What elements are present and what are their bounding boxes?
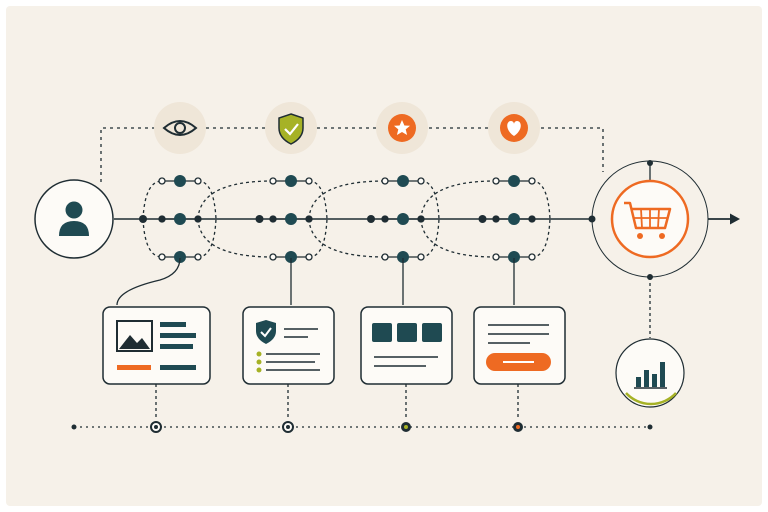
eye-icon bbox=[154, 102, 206, 154]
junction-dot bbox=[139, 215, 147, 223]
timeline-end-dot bbox=[647, 424, 653, 430]
flow-node-small bbox=[417, 253, 425, 261]
flow-node-small bbox=[492, 253, 500, 261]
heart-icon bbox=[488, 102, 540, 154]
timeline-start-dot bbox=[71, 424, 77, 430]
checklist-card bbox=[242, 306, 335, 385]
analytics-link-dot bbox=[647, 274, 653, 280]
flow-node-small bbox=[269, 177, 277, 185]
flow-node-small bbox=[417, 177, 425, 185]
timeline-milestone bbox=[401, 422, 411, 432]
flow-node-small bbox=[528, 215, 536, 223]
flow-node-small bbox=[381, 215, 389, 223]
flow-node bbox=[174, 213, 186, 225]
timeline-drops bbox=[155, 384, 519, 420]
flow-node-small bbox=[269, 215, 277, 223]
flow-node bbox=[508, 213, 520, 225]
top-dashed-connector bbox=[100, 127, 604, 182]
flow-node-small bbox=[194, 253, 202, 261]
flow-node bbox=[174, 251, 186, 263]
flow-node-small bbox=[158, 215, 166, 223]
flow-node-small bbox=[492, 177, 500, 185]
stage-node-cluster bbox=[420, 175, 551, 263]
star-badge-icon bbox=[376, 102, 428, 154]
flow-node bbox=[508, 175, 520, 187]
flow-node bbox=[285, 213, 297, 225]
flow-node-small bbox=[381, 177, 389, 185]
flow-node-small bbox=[492, 215, 500, 223]
timeline-milestone bbox=[513, 422, 523, 432]
flow-node bbox=[285, 175, 297, 187]
junction-dot bbox=[478, 215, 487, 223]
flow-node-small bbox=[528, 253, 536, 261]
user-icon bbox=[34, 179, 114, 259]
flow-node-small bbox=[381, 253, 389, 261]
bar-chart-icon bbox=[615, 338, 685, 408]
cart-entry-dot bbox=[588, 215, 596, 223]
junction-dot bbox=[367, 215, 375, 223]
stage-node-cluster bbox=[139, 175, 217, 263]
flow-node-small bbox=[194, 177, 202, 185]
media-card bbox=[102, 306, 211, 385]
flow-node-small bbox=[305, 177, 313, 185]
flow-node bbox=[174, 175, 186, 187]
tiles-card bbox=[360, 306, 453, 385]
shield-check-icon bbox=[265, 102, 317, 154]
shield-check-icon bbox=[256, 320, 276, 344]
flow-node-small bbox=[528, 177, 536, 185]
flow-node bbox=[397, 175, 409, 187]
shopping-cart-icon bbox=[591, 160, 709, 278]
flow-node-small bbox=[158, 177, 166, 185]
flow-node bbox=[508, 251, 520, 263]
flow-node bbox=[397, 213, 409, 225]
cta-card bbox=[473, 306, 566, 385]
image-icon bbox=[116, 320, 153, 352]
arrow-right-icon bbox=[708, 213, 740, 225]
timeline-milestone bbox=[282, 421, 294, 433]
stage-node-cluster bbox=[197, 175, 328, 263]
flow-node-small bbox=[305, 253, 313, 261]
flow-node bbox=[397, 251, 409, 263]
flow-node-small bbox=[158, 253, 166, 261]
junction-dot bbox=[255, 215, 264, 223]
stage-node-cluster bbox=[308, 175, 440, 263]
flow-node-small bbox=[269, 253, 277, 261]
flow-node bbox=[285, 251, 297, 263]
timeline-milestone bbox=[150, 421, 162, 433]
card-connector bbox=[116, 257, 181, 306]
